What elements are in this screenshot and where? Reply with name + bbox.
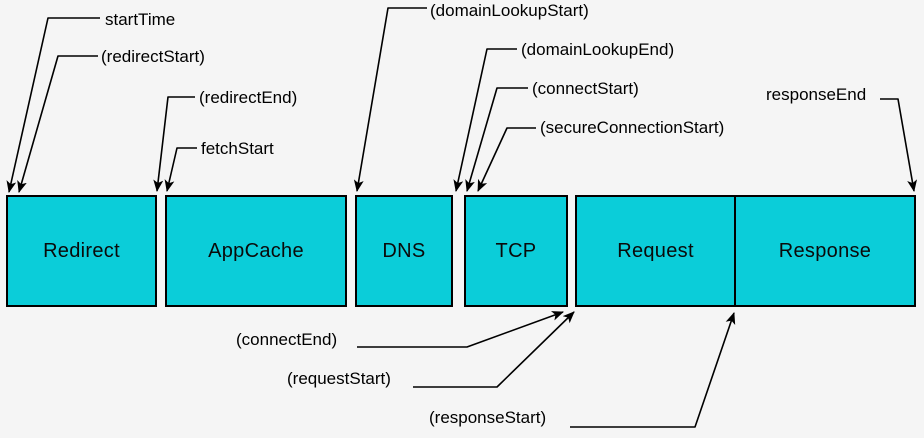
label-connect-end: (connectEnd) xyxy=(236,330,338,349)
arrow-redirect-start xyxy=(17,55,98,193)
phase-label-tcp: TCP xyxy=(495,239,537,262)
phase-label-appcache: AppCache xyxy=(208,239,304,262)
label-fetch-start: fetchStart xyxy=(201,139,274,158)
arrow-connect-end xyxy=(357,311,564,348)
phase-box-dns: DNS xyxy=(355,195,453,307)
arrow-start-time xyxy=(6,17,100,193)
phase-box-response: Response xyxy=(734,195,916,307)
phase-box-tcp: TCP xyxy=(464,195,568,307)
arrow-domain-lookup-end xyxy=(453,48,517,192)
label-domain-lookup-end: (domainLookupEnd) xyxy=(521,40,675,59)
label-redirect-start: (redirectStart) xyxy=(101,47,205,66)
label-redirect-end: (redirectEnd) xyxy=(199,88,298,107)
arrow-connect-start xyxy=(465,87,528,192)
label-connect-start: (connectStart) xyxy=(532,79,639,98)
phase-label-redirect: Redirect xyxy=(43,239,120,262)
label-request-start: (requestStart) xyxy=(287,369,391,388)
label-response-start: (responseStart) xyxy=(429,408,547,427)
phase-label-request: Request xyxy=(617,239,694,262)
arrow-response-end xyxy=(880,98,918,192)
label-start-time: startTime xyxy=(105,10,176,29)
phase-label-dns: DNS xyxy=(382,239,426,262)
arrow-fetch-start xyxy=(164,147,197,192)
phase-box-redirect: Redirect xyxy=(6,195,157,307)
phase-box-appcache: AppCache xyxy=(165,195,347,307)
label-response-end: responseEnd xyxy=(766,85,867,104)
label-secure-connection-start: (secureConnectionStart) xyxy=(540,118,725,137)
arrow-domain-lookup-start xyxy=(353,7,427,192)
arrow-response-start xyxy=(570,312,736,428)
label-domain-lookup-start: (domainLookupStart) xyxy=(430,1,589,20)
phase-label-response: Response xyxy=(778,239,872,262)
arrow-redirect-end xyxy=(153,96,195,192)
phase-box-request: Request xyxy=(575,195,736,307)
arrow-secure-connection-start xyxy=(477,127,536,192)
arrow-request-start xyxy=(413,311,575,388)
